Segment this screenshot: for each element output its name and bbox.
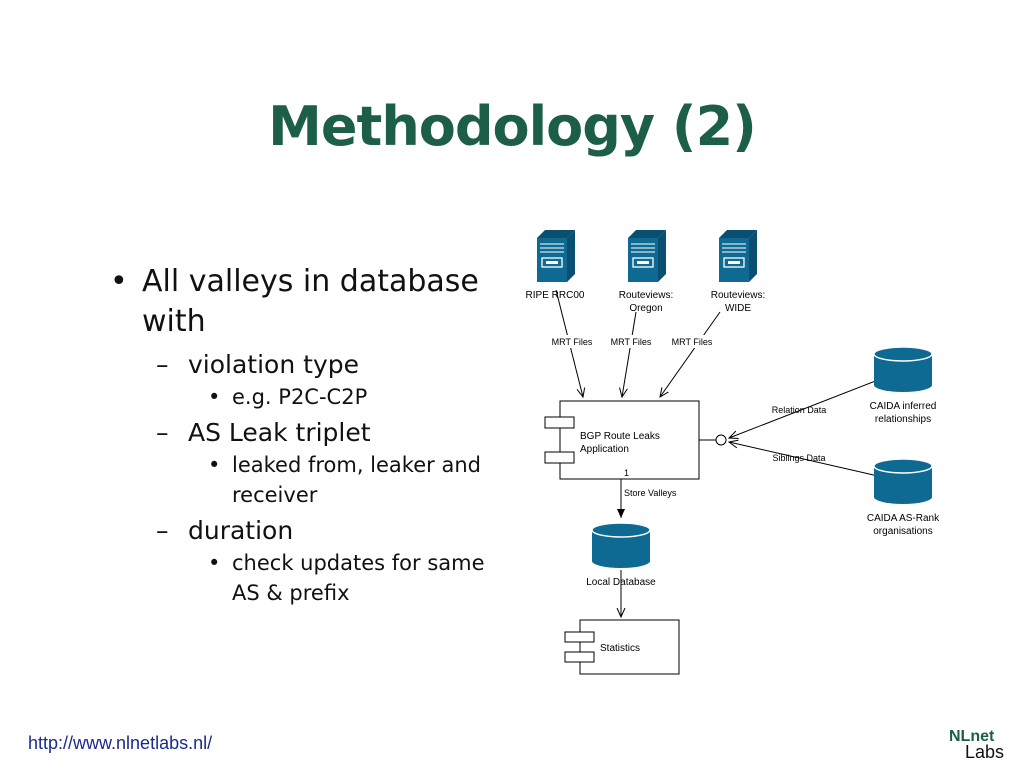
bullet-level2: –violation type xyxy=(156,350,359,379)
bullet-level3: •leaked from, leaker and receiver xyxy=(208,453,481,507)
server-icon xyxy=(719,230,757,282)
caida-relationships-label: relationships xyxy=(875,414,931,425)
nlnetlabs-logo: NLnet Labs xyxy=(945,728,1015,764)
interface-circle xyxy=(715,434,727,446)
caida-asrank-label: CAIDA AS-Rank xyxy=(867,513,940,524)
mrt-files-label: MRT Files xyxy=(552,337,593,347)
bullet-text: leaked from, leaker and receiver xyxy=(232,453,481,507)
logo-text-top: NLnet xyxy=(949,728,995,745)
app-label: Application xyxy=(580,444,629,455)
relation-arrow xyxy=(729,379,879,438)
bullet-level2: –AS Leak triplet xyxy=(156,418,371,447)
bullet-text: violation type xyxy=(188,350,359,379)
server-label: Oregon xyxy=(629,303,662,314)
bullet-level3: •check updates for same AS & prefix xyxy=(208,551,485,605)
logo-text-bottom: Labs xyxy=(965,742,1005,762)
server-icon xyxy=(537,230,575,282)
statistics-component: Statistics xyxy=(564,619,680,675)
database-icon xyxy=(873,458,933,504)
bullet-list: •All valleys in database with –violation… xyxy=(104,262,504,612)
siblings-data-label: Siblings Data xyxy=(772,453,825,463)
bullet-level3: •e.g. P2C-C2P xyxy=(208,385,368,409)
statistics-label: Statistics xyxy=(600,643,640,654)
bgp-application-component: BGP Route Leaks Application xyxy=(544,400,700,480)
bullet-text: duration xyxy=(188,516,294,545)
mrt-arrow xyxy=(660,311,721,397)
caida-relationships-label: CAIDA inferred xyxy=(870,401,937,412)
server-icon xyxy=(628,230,666,282)
mrt-files-label: MRT Files xyxy=(672,337,713,347)
database-icon xyxy=(873,346,933,392)
slide-title: Methodology (2) xyxy=(268,95,757,158)
caida-asrank-label: organisations xyxy=(873,526,932,537)
app-label: BGP Route Leaks xyxy=(580,431,660,442)
store-valleys-label: Store Valleys xyxy=(624,488,677,498)
server-label: Routeviews: xyxy=(619,290,673,301)
footer-url-link[interactable]: http://www.nlnetlabs.nl/ xyxy=(28,733,213,753)
server-label: RIPE RRC00 xyxy=(526,290,585,301)
bullet-text: All valleys in database with xyxy=(142,264,479,339)
mrt-arrow xyxy=(622,311,637,397)
server-label: Routeviews: xyxy=(711,290,765,301)
relation-data-label: Relation Data xyxy=(772,405,827,415)
bullet-text: check updates for same AS & prefix xyxy=(232,551,485,605)
siblings-arrow xyxy=(729,442,879,477)
multiplicity-label: 1 xyxy=(624,468,629,478)
bullet-level2: –duration xyxy=(156,516,294,545)
database-icon xyxy=(591,522,651,568)
bullet-text: AS Leak triplet xyxy=(188,418,371,447)
bullet-level1: •All valleys in database with xyxy=(110,264,479,339)
bullet-text: e.g. P2C-C2P xyxy=(232,385,368,409)
mrt-files-label: MRT Files xyxy=(611,337,652,347)
server-label: WIDE xyxy=(725,303,751,314)
